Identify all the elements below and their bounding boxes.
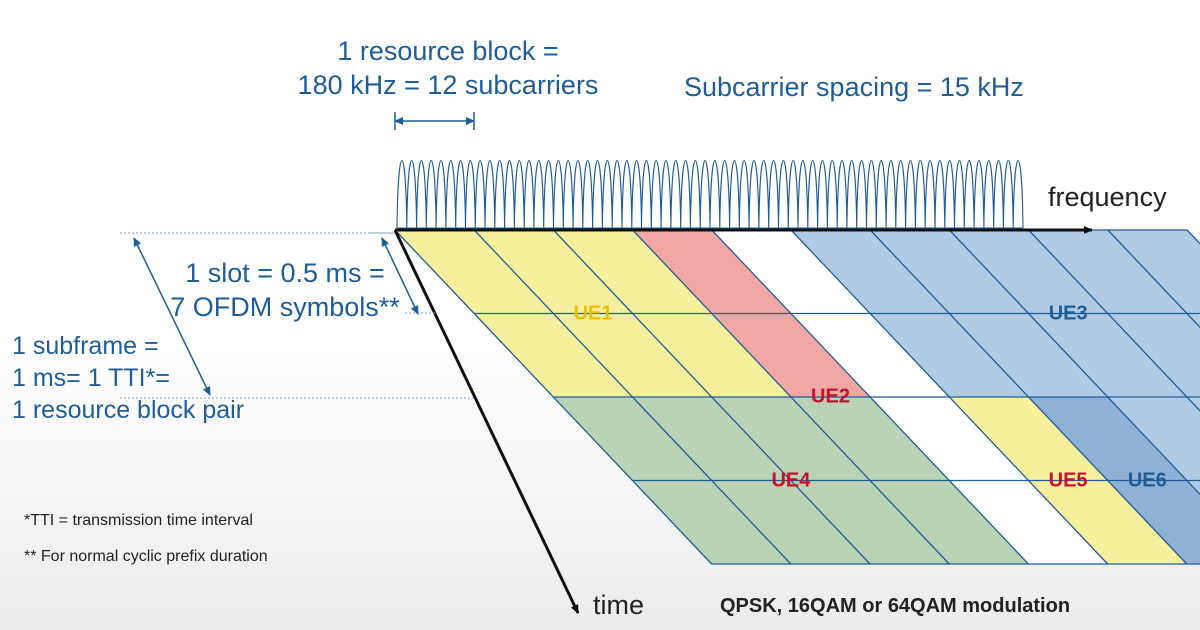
time-axis-label: time — [593, 590, 645, 620]
subframe-line3: 1 resource block pair — [12, 396, 245, 424]
grid-lines — [394, 229, 1200, 565]
resource-block-label: 1 resource block = 180 kHz = 12 subcarri… — [278, 34, 618, 102]
frequency-axis-label: frequency — [1048, 182, 1167, 212]
ue5-label: UE5 — [1048, 469, 1088, 491]
subframe-line1: 1 subframe = — [12, 332, 159, 360]
slot-line2: 7 OFDM symbols** — [170, 292, 400, 322]
time-axis-arrow — [393, 229, 580, 614]
tti-footnote: *TTI = transmission time interval — [24, 512, 253, 529]
ue3-label: UE3 — [1048, 302, 1088, 324]
subframe-duration-marker — [133, 237, 211, 396]
modulation-caption: QPSK, 16QAM or 64QAM modulation — [720, 595, 1071, 617]
slot-label: 1 slot = 0.5 ms = 7 OFDM symbols** — [160, 256, 410, 324]
slot-duration-marker — [381, 237, 419, 315]
subcarrier-comb — [396, 159, 1024, 229]
subframe-line2: 1 ms= 1 TTI*= — [12, 364, 170, 392]
resource-block-line2: 180 kHz = 12 subcarriers — [297, 70, 599, 100]
cyclic-prefix-footnote: ** For normal cyclic prefix duration — [24, 548, 268, 565]
ue2-label: UE2 — [811, 385, 850, 408]
subcarrier-spacing-label: Subcarrier spacing = 15 kHz — [684, 72, 1024, 102]
ue4-label: UE4 — [771, 469, 811, 491]
ue6-label: UE6 — [1127, 469, 1167, 491]
resource-block-line1: 1 resource block = — [337, 36, 559, 66]
ue1-label: UE1 — [573, 302, 613, 324]
subcarrier-waveforms — [396, 159, 1024, 229]
subframe-label: 1 subframe = 1 ms= 1 TTI*= 1 resource bl… — [12, 330, 244, 426]
slot-line1: 1 slot = 0.5 ms = — [185, 258, 385, 288]
grid-column-line — [1107, 229, 1200, 329]
